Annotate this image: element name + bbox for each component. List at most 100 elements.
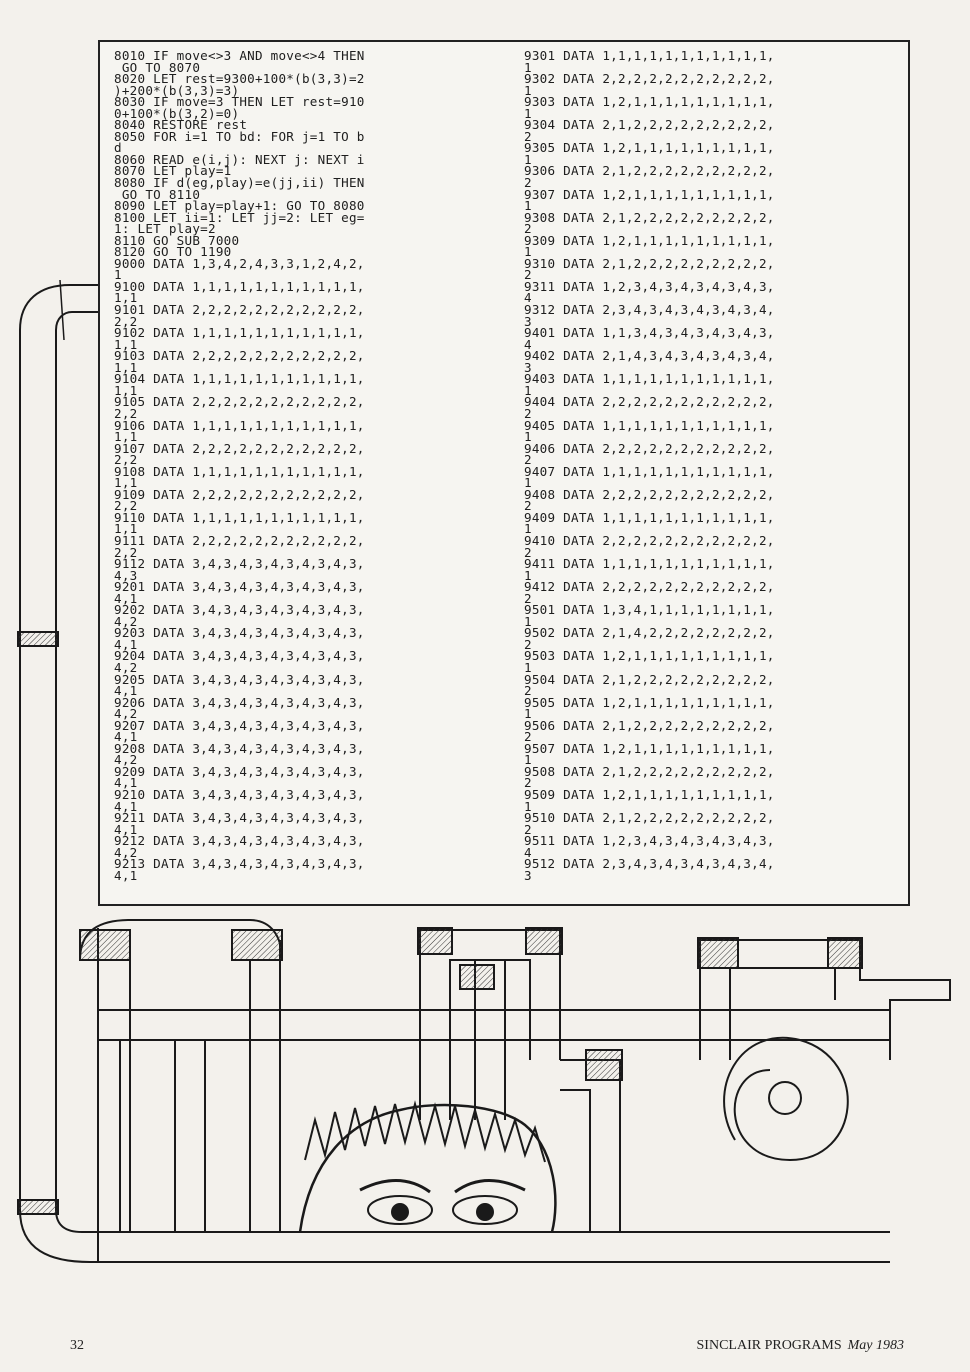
code-line: 2 [524, 590, 532, 606]
right-pipe [699, 939, 951, 1060]
code-line: 1 [524, 613, 532, 629]
code-line: 9401 DATA 1,1,3,4,3,4,3,4,3,4,3, [524, 325, 775, 341]
code-line: 4,1 [114, 636, 138, 652]
code-line: 2 [524, 498, 532, 514]
code-line: 4 [524, 290, 532, 306]
code-line: 9105 DATA 2,2,2,2,2,2,2,2,2,2,2, [114, 394, 365, 410]
code-line: 2,2 [114, 498, 138, 514]
code-line: 9504 DATA 2,1,2,2,2,2,2,2,2,2,2, [524, 671, 775, 687]
code-line: 9312 DATA 2,3,4,3,4,3,4,3,4,3,4, [524, 302, 775, 318]
code-line: 9409 DATA 1,1,1,1,1,1,1,1,1,1,1, [524, 509, 775, 525]
code-line: 4,1 [114, 590, 138, 606]
code-line: 9302 DATA 2,2,2,2,2,2,2,2,2,2,2, [524, 71, 775, 87]
code-line: 1 [524, 244, 532, 260]
code-line: 8100 LET ii=1: LET jj=2: LET eg= [114, 209, 365, 225]
code-line: GO TO 8110 [114, 186, 201, 202]
code-line: 9502 DATA 2,1,4,2,2,2,2,2,2,2,2, [524, 625, 775, 641]
code-line: 4 [524, 336, 532, 352]
code-line: 2 [524, 821, 532, 837]
code-line: 9205 DATA 3,4,3,4,3,4,3,4,3,4,3, [114, 671, 365, 687]
code-line: 9402 DATA 2,1,4,3,4,3,4,3,4,3,4, [524, 348, 775, 364]
code-line: 8020 LET rest=9300+100*(b(3,3)=2 [114, 71, 365, 87]
code-line: 9101 DATA 2,2,2,2,2,2,2,2,2,2,2, [114, 302, 365, 318]
code-line: 9505 DATA 1,2,1,1,1,1,1,1,1,1,1, [524, 694, 775, 710]
code-line: 9308 DATA 2,1,2,2,2,2,2,2,2,2,2, [524, 209, 775, 225]
code-line: 9212 DATA 3,4,3,4,3,4,3,4,3,4,3, [114, 833, 365, 849]
arch-pipe-left [79, 919, 283, 961]
code-line: GO TO 8070 [114, 59, 201, 75]
code-line: 1 [524, 151, 532, 167]
code-line: 9201 DATA 3,4,3,4,3,4,3,4,3,4,3, [114, 579, 365, 595]
code-line: 4,1 [114, 821, 138, 837]
code-line: 8090 LET play=play+1: GO TO 8080 [114, 198, 365, 214]
code-line: 1,1 [114, 521, 138, 537]
code-line: 1 [524, 198, 532, 214]
code-line: 9310 DATA 2,1,2,2,2,2,2,2,2,2,2, [524, 255, 775, 271]
code-line: 8110 GO SUB 7000 [114, 232, 240, 248]
code-line: 1 [524, 59, 532, 75]
code-line: 9108 DATA 1,1,1,1,1,1,1,1,1,1,1, [114, 463, 365, 479]
code-line: 8080 IF d(eg,play)=e(jj,ii) THEN [114, 175, 365, 191]
code-line: 9206 DATA 3,4,3,4,3,4,3,4,3,4,3, [114, 694, 365, 710]
code-line: 1 [524, 382, 532, 398]
code-line: 9000 DATA 1,3,4,2,4,3,3,1,2,4,2, [114, 255, 365, 271]
code-line: d [114, 140, 122, 156]
code-line: 4,3 [114, 567, 138, 583]
code-line: 1 [524, 798, 532, 814]
code-line: 9509 DATA 1,2,1,1,1,1,1,1,1,1,1, [524, 787, 775, 802]
code-line: 9102 DATA 1,1,1,1,1,1,1,1,1,1,1, [114, 325, 365, 341]
code-line: 9506 DATA 2,1,2,2,2,2,2,2,2,2,2, [524, 717, 775, 733]
middle-pipe [419, 929, 561, 1120]
code-line: 1,1 [114, 359, 138, 375]
code-line: 9100 DATA 1,1,1,1,1,1,1,1,1,1,1, [114, 278, 365, 294]
code-line: 2 [524, 636, 532, 652]
code-line: 4,1 [114, 867, 138, 883]
code-line: 2 [524, 405, 532, 421]
peeking-face [298, 1100, 557, 1233]
code-line: 2 [524, 683, 532, 699]
code-line: 9204 DATA 3,4,3,4,3,4,3,4,3,4,3, [114, 648, 365, 664]
code-line: 8070 LET play=1 [114, 163, 232, 179]
program-listing: 8010 IF move<>3 AND move<>4 THEN GO TO 8… [98, 40, 910, 906]
page-number: 32 [70, 1338, 84, 1353]
code-line: 1: LET play=2 [114, 221, 216, 237]
code-line: 9305 DATA 1,2,1,1,1,1,1,1,1,1,1, [524, 140, 775, 156]
code-line: 8050 FOR i=1 TO bd: FOR j=1 TO b [114, 128, 365, 144]
code-line: 9510 DATA 2,1,2,2,2,2,2,2,2,2,2, [524, 810, 775, 826]
code-line: 9207 DATA 3,4,3,4,3,4,3,4,3,4,3, [114, 717, 365, 733]
code-line: 9511 DATA 1,2,3,4,3,4,3,4,3,4,3, [524, 833, 775, 849]
code-line: 1 [524, 475, 532, 491]
code-line: 9311 DATA 1,2,3,4,3,4,3,4,3,4,3, [524, 278, 775, 294]
code-line: 1 [524, 521, 532, 537]
code-line: 9203 DATA 3,4,3,4,3,4,3,4,3,4,3, [114, 625, 365, 641]
code-line: 9210 DATA 3,4,3,4,3,4,3,4,3,4,3, [114, 787, 365, 802]
code-line: 2 [524, 452, 532, 468]
code-line: 9307 DATA 1,2,1,1,1,1,1,1,1,1,1, [524, 186, 775, 202]
spiral-coil [723, 1036, 849, 1162]
code-line: )+200*(b(3,3)=3) [114, 82, 240, 98]
code-line: 8120 GO TO 1190 [114, 244, 232, 260]
code-line: 0+100*(b(3,2)=0) [114, 105, 240, 121]
code-line: 9109 DATA 2,2,2,2,2,2,2,2,2,2,2, [114, 486, 365, 502]
publication-name: SINCLAIR PROGRAMS [696, 1338, 842, 1353]
code-line: 1 [524, 752, 532, 768]
code-line: 8060 READ e(i,j): NEXT j: NEXT i [114, 151, 365, 167]
code-line: 8040 RESTORE rest [114, 117, 248, 133]
code-line: 1 [524, 659, 532, 675]
code-line: 4,1 [114, 683, 138, 699]
code-line: 2 [524, 775, 532, 791]
left-bottom-elbow [19, 1209, 98, 1263]
code-line: 9412 DATA 2,2,2,2,2,2,2,2,2,2,2, [524, 579, 775, 595]
code-line: 9403 DATA 1,1,1,1,1,1,1,1,1,1,1, [524, 371, 775, 387]
code-line: 9208 DATA 3,4,3,4,3,4,3,4,3,4,3, [114, 740, 365, 756]
code-line: 2 [524, 128, 532, 144]
code-line: 1 [524, 105, 532, 121]
code-line: 4,1 [114, 775, 138, 791]
code-line: 3 [524, 313, 532, 329]
horizontal-pipe-upper [98, 1009, 890, 1041]
code-line: 9508 DATA 2,1,2,2,2,2,2,2,2,2,2, [524, 763, 775, 779]
code-line: 1 [524, 567, 532, 583]
code-line: 9507 DATA 1,2,1,1,1,1,1,1,1,1,1, [524, 740, 775, 756]
code-line: 1 [524, 706, 532, 722]
